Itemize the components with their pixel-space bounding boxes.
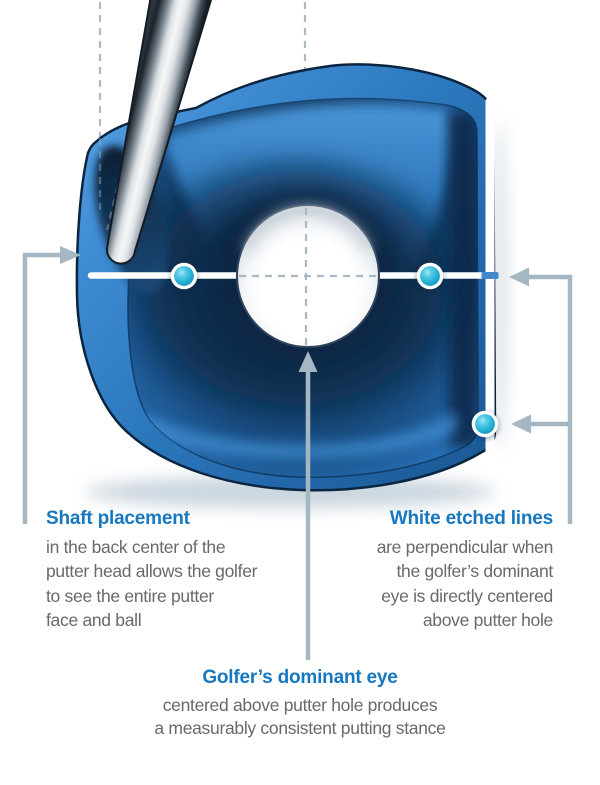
shaft-placement-body: in the back center of the putter head al… [46,536,258,631]
connector-arrowheads [60,246,531,434]
alignment-dot-bottom-right [470,410,500,441]
dominant-eye-heading: Golfer’s dominant eye [202,667,398,688]
arrow-left-top-icon [509,267,529,287]
alignment-dot-right [415,262,445,293]
hole-crosshair-dashes [239,208,377,345]
dominant-eye-label: Golfer’s dominant eye centered above put… [0,667,600,740]
white-etched-lines-body: are perpendicular when the golfer’s domi… [376,536,554,631]
connector-etched-label [528,274,573,524]
arrow-left-bottom-icon [511,414,531,434]
connector-shaft-label [22,252,62,524]
connectors [22,252,573,660]
alignment-dot-left [169,262,199,293]
arrow-up-icon [298,351,318,372]
putter-shaft [105,0,213,265]
arrow-right-icon [60,246,81,264]
white-etched-lines-label: White etched lines are perpendicular whe… [376,508,554,633]
alignment-dots [169,262,500,441]
shaft-placement-heading: Shaft placement [46,508,190,529]
white-etched-lines-heading: White etched lines [389,508,553,529]
dominant-eye-body: centered above putter hole produces a me… [154,694,446,738]
shaft-placement-label: Shaft placement in the back center of th… [46,508,257,633]
etched-line-crossing-mark [481,272,499,279]
